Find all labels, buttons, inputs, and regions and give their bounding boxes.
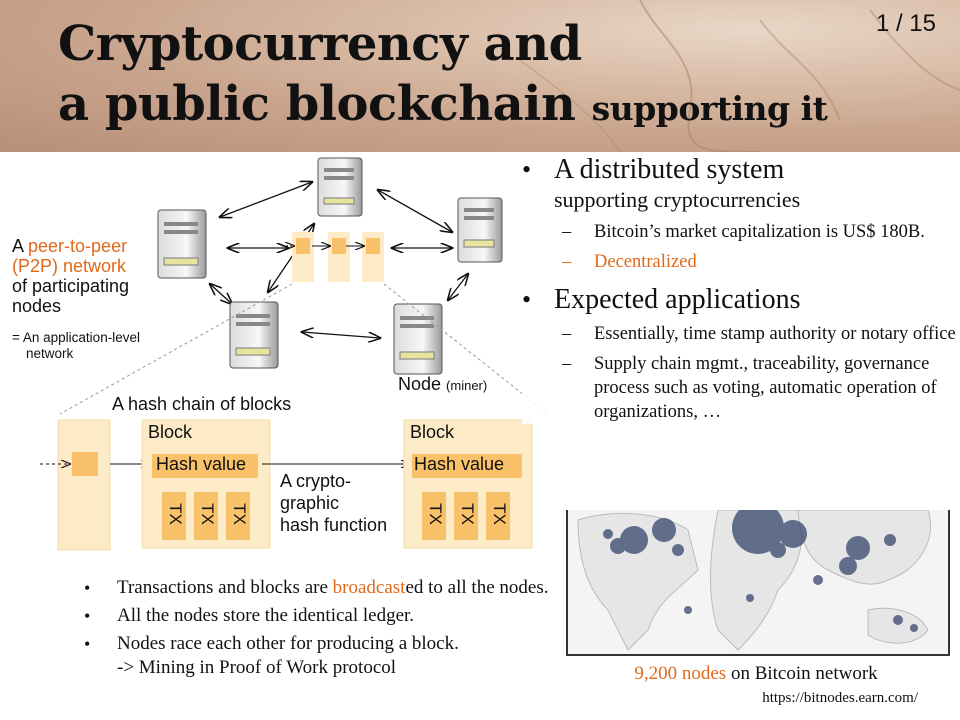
p2p-network-label: A peer-to-peer (P2P) network of particip…	[12, 236, 129, 316]
right-bullet-list: A distributed system supporting cryptocu…	[522, 150, 960, 424]
p2p-note: = An application-level network	[12, 330, 140, 362]
block-label-1: Block	[148, 422, 193, 442]
bullet-mining-line-1: Nodes race each other for producing a bl…	[117, 633, 459, 654]
map-caption-rest: on Bitcoin network	[726, 663, 878, 684]
tx-label: TX	[425, 503, 445, 525]
tx-label: TX	[197, 503, 217, 525]
server-node-right	[457, 197, 503, 263]
mini-block-chain	[282, 232, 384, 282]
bullet-2-main: Expected applications	[554, 284, 801, 315]
bottom-bullet-list: Transactions and blocks are broadcasted …	[84, 576, 554, 684]
server-node-left	[157, 209, 207, 279]
map-caption: 9,200 nodes on Bitcoin network	[566, 663, 946, 685]
tx-label: TX	[457, 503, 477, 525]
dash: –	[562, 222, 572, 242]
map-caption-highlight: 9,200 nodes	[634, 663, 727, 684]
title-line-2: a public blockchain supporting it	[58, 74, 828, 139]
world-map-graphic	[577, 510, 932, 651]
sub-bullet-time-stamp: – Essentially, time stamp authority or no…	[522, 322, 960, 346]
bullet-expected-applications: Expected applications	[522, 284, 960, 316]
hash-value-label-2: Hash value	[414, 454, 505, 474]
bullet-mining-line-2: -> Mining in Proof of Work protocol	[117, 657, 397, 678]
hash-value-label-1: Hash value	[156, 454, 247, 474]
p2p-label-line-4: nodes	[12, 296, 62, 316]
bullet-1-sub: supporting cryptocurrencies	[554, 187, 801, 212]
tx-label: TX	[165, 503, 185, 525]
p2p-label-prefix: A	[12, 236, 29, 256]
title-line-2-big: a public blockchain	[58, 76, 576, 132]
header-banner: Cryptocurrency and a public blockchain s…	[0, 0, 960, 152]
bullet-broadcast-prefix: Transactions and blocks are	[117, 577, 333, 598]
p2p-label-line-3: of participating	[12, 276, 130, 296]
bullet-mining-race: Nodes race each other for producing a bl…	[84, 632, 554, 680]
bullet-1-main: A distributed system	[554, 154, 785, 185]
bullet-broadcast: Transactions and blocks are broadcasted …	[84, 576, 554, 600]
p2p-note-line-2: network	[26, 346, 74, 361]
server-node-top	[317, 157, 363, 217]
sub-bullet-text: Supply chain mgmt., traceability, govern…	[594, 354, 937, 422]
slide-title: Cryptocurrency and a public blockchain s…	[58, 14, 828, 139]
block-label-2: Block	[410, 422, 455, 442]
blockchain-diagram: A peer-to-peer (P2P) network of particip…	[0, 152, 560, 572]
bullet-broadcast-suffix: ed to all the nodes.	[405, 577, 549, 598]
server-node-miner	[393, 303, 443, 375]
tx-label: TX	[489, 503, 509, 525]
zoom-lines	[59, 283, 549, 415]
dash: –	[562, 354, 572, 374]
crypto-label-line-2: graphic	[280, 493, 340, 513]
sub-bullet-supply-chain: – Supply chain mgmt., traceability, gover…	[522, 352, 960, 424]
crypto-label-line-1: A crypto-	[280, 471, 352, 491]
bullet-broadcast-highlight: broadcast	[332, 577, 406, 598]
title-line-2-small: supporting it	[591, 89, 828, 128]
bullet-identical-ledger: All the nodes store the identical ledger…	[84, 604, 554, 628]
dash: –	[562, 252, 572, 272]
p2p-note-line-1: = An application-level	[12, 330, 140, 345]
crypto-hash-label: A crypto- graphic hash function	[280, 470, 387, 536]
map-background-decoration	[519, 0, 960, 152]
sub-bullet-decentralized: – Decentralized	[522, 250, 960, 274]
dash: –	[562, 324, 572, 344]
map-source-url: https://bitnodes.earn.com/	[762, 690, 918, 706]
sub-bullet-text: Essentially, time stamp authority or not…	[594, 324, 956, 344]
node-label: Node	[398, 374, 442, 394]
p2p-label-highlight-2: (P2P) network	[12, 256, 127, 276]
node-label-paren: (miner)	[446, 378, 488, 393]
bullet-distributed-system: A distributed system supporting cryptocu…	[522, 154, 960, 214]
server-node-bottom-left	[229, 301, 279, 369]
title-line-1: Cryptocurrency and	[58, 16, 582, 72]
p2p-label-highlight-1: peer-to-peer	[28, 236, 128, 256]
crypto-label-line-3: hash function	[280, 515, 388, 535]
node-miner-label: Node (miner)	[398, 374, 487, 395]
tx-label: TX	[229, 503, 249, 525]
sub-bullet-market-cap: – Bitcoin’s market capitalization is US$ …	[522, 220, 960, 244]
page-number: 1 / 15	[875, 10, 936, 37]
hash-chain-detail	[40, 419, 533, 551]
bitcoin-node-map	[566, 510, 950, 656]
diagram-graphics	[40, 157, 549, 551]
sub-bullet-text: Decentralized	[594, 252, 697, 272]
hash-chain-label: A hash chain of blocks	[112, 394, 292, 414]
sub-bullet-text: Bitcoin’s market capitalization is US$ 1…	[594, 222, 925, 242]
